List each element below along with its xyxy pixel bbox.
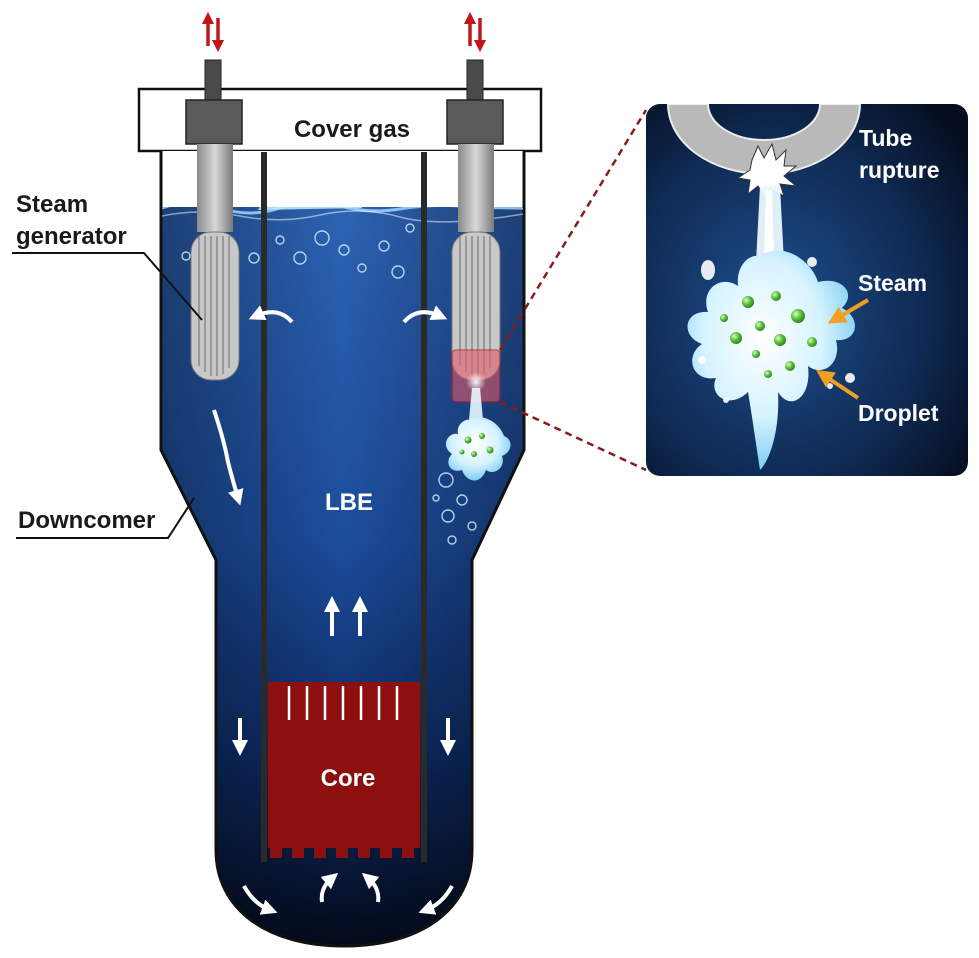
steam-lbe-splash bbox=[687, 250, 855, 470]
steam-generator-label-line2: generator bbox=[16, 223, 127, 250]
droplet-label: Droplet bbox=[858, 400, 939, 426]
reactor-core: Core bbox=[268, 682, 420, 858]
coolant-flow-arrows bbox=[212, 305, 456, 915]
core-label: Core bbox=[321, 765, 376, 792]
tube-rupture-label-line2: rupture bbox=[859, 157, 940, 183]
steam-generator-label-line1: Steam bbox=[16, 191, 88, 218]
steam-pointer-arrow bbox=[827, 298, 870, 324]
steam-generator-callout: Steam generator bbox=[12, 191, 203, 321]
inset-callout-lines bbox=[498, 109, 648, 472]
steam-generator-right bbox=[445, 11, 511, 481]
tube-rupture-inset: Tube rupture Steam Droplet bbox=[646, 104, 968, 476]
droplet-pointer-arrow bbox=[816, 370, 860, 400]
core-barrel bbox=[261, 152, 427, 862]
steam-bubbles bbox=[720, 291, 817, 378]
downcomer-label: Downcomer bbox=[18, 507, 155, 534]
downcomer-callout: Downcomer bbox=[16, 497, 195, 539]
gas-bubbles bbox=[181, 223, 477, 545]
cover-gas-label: Cover gas bbox=[294, 116, 410, 143]
vessel-wall bbox=[159, 152, 526, 948]
steam-generator-left bbox=[185, 11, 243, 381]
lbe-label: LBE bbox=[325, 489, 373, 516]
tube-rupture-label-line1: Tube bbox=[859, 125, 912, 151]
steam-label: Steam bbox=[858, 270, 927, 296]
mini-splash bbox=[445, 417, 511, 481]
ruptured-tube bbox=[666, 104, 862, 175]
